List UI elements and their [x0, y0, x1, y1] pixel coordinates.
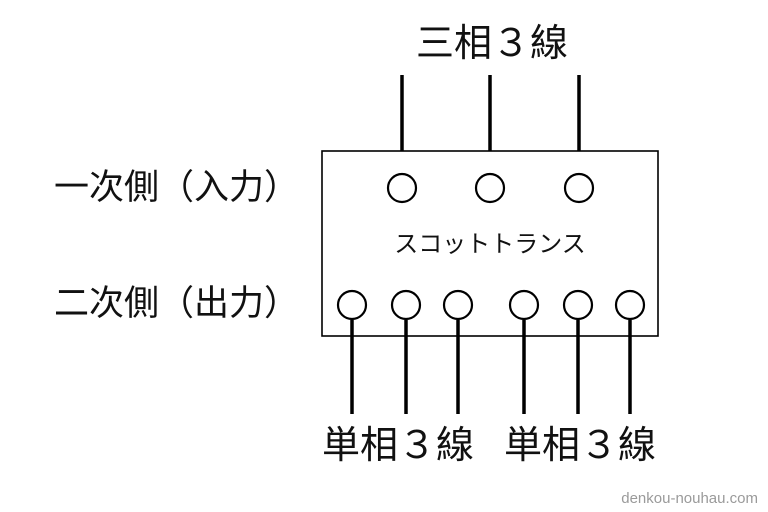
transformer-label: スコットトランス	[394, 230, 586, 258]
secondary-terminal-3	[442, 289, 474, 321]
secondary-terminal-4	[508, 289, 540, 321]
top-label: 三相３線	[416, 21, 568, 65]
primary-side-label: 一次側（入力）	[54, 168, 299, 208]
primary-terminal-2	[474, 172, 506, 204]
bottom-right-label: 単相３線	[504, 423, 656, 467]
secondary-terminal-1	[336, 289, 368, 321]
primary-terminal-3	[563, 172, 595, 204]
secondary-side-label: 二次側（出力）	[54, 284, 299, 324]
secondary-terminal-6	[614, 289, 646, 321]
site-credit: denkou-nouhau.com	[621, 490, 758, 507]
secondary-terminal-2	[390, 289, 422, 321]
secondary-terminal-5	[562, 289, 594, 321]
bottom-left-label: 単相３線	[322, 423, 474, 467]
primary-terminal-1	[386, 172, 418, 204]
